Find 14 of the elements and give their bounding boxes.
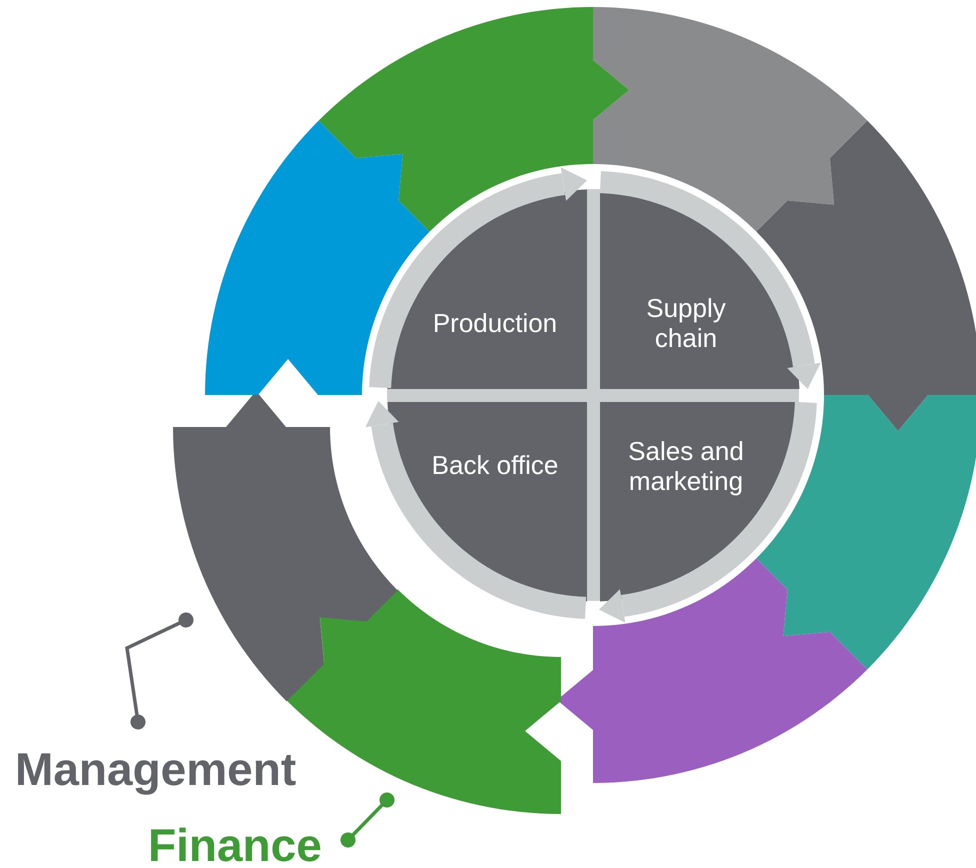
ring-segment <box>205 120 430 395</box>
ring-segment <box>557 558 868 783</box>
leader-line <box>340 792 394 848</box>
quadrant-label: Back office <box>430 450 560 480</box>
category-label: Finance <box>148 820 322 868</box>
quadrant-label: Supply chain <box>645 293 727 353</box>
leader-line <box>125 612 194 730</box>
ring-segment <box>593 7 868 232</box>
category-label: Management <box>15 744 296 794</box>
ring-segment <box>756 120 976 431</box>
ring-segment <box>756 395 976 670</box>
quadrant-label: Sales and marketing <box>627 436 745 496</box>
quadrant-label: Production <box>432 308 558 338</box>
ring-segment <box>318 7 629 232</box>
